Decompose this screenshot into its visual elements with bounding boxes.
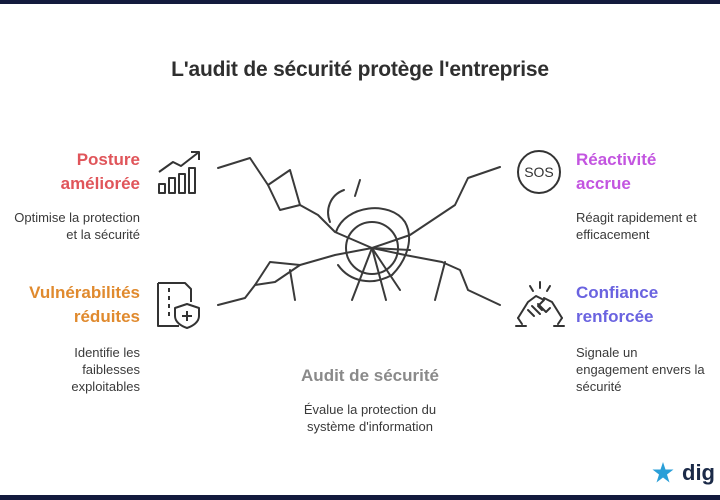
star-logo-icon (652, 462, 674, 483)
vulnerabilites-desc-line-3: exploitables (71, 379, 140, 394)
file-shield-icon (157, 282, 200, 329)
posture-heading-line-1: Posture (76, 150, 140, 169)
confiance-description: Signale un engagement envers la sécurité (576, 344, 720, 395)
confiance-desc-line-2: engagement envers la (576, 362, 705, 377)
vulnerabilites-desc-line-2: faiblesses (82, 362, 140, 377)
confiance-heading: Confiance renforcée (576, 281, 716, 329)
reactivite-desc-line-2: efficacement (576, 227, 650, 242)
reactivite-heading-line-1: Réactivité (576, 150, 657, 169)
sos-label: SOS (524, 164, 554, 180)
reactivite-desc-line-1: Réagit rapidement et (576, 210, 697, 225)
posture-heading-line-2: améliorée (60, 174, 140, 193)
top-border (0, 0, 720, 4)
posture-desc-line-1: Optimise la protection (14, 210, 140, 225)
audit-heading: Audit de sécurité (301, 366, 439, 385)
confiance-desc-line-3: sécurité (576, 379, 622, 394)
sos-icon: SOS (517, 150, 561, 194)
brand-logo: dig (650, 460, 715, 486)
confiance-heading-line-1: Confiance (576, 283, 659, 302)
posture-description: Optimise la protection et la sécurité (0, 209, 140, 243)
page-title: L'audit de sécurité protège l'entreprise (171, 58, 549, 81)
vulnerabilites-heading-line-1: Vulnérabilités (29, 283, 140, 302)
vulnerabilites-desc-line-1: Identifie les (74, 345, 140, 360)
vulnerabilites-heading-line-2: réduites (73, 307, 140, 326)
vulnerabilites-description: Identifie les faiblesses exploitables (0, 344, 140, 395)
audit-desc-line-1: Évalue la protection du (303, 402, 437, 417)
posture-desc-line-2: et la sécurité (66, 227, 140, 242)
reactivite-description: Réagit rapidement et efficacement (576, 209, 720, 243)
confiance-desc-line-1: Signale un (576, 345, 638, 360)
chart-arrow-icon (158, 151, 200, 194)
reactivite-heading: Réactivité accrue (576, 148, 716, 196)
reactivite-heading-line-2: accrue (576, 174, 631, 193)
audit-description: Évalue la protection du système d'inform… (270, 401, 470, 435)
confiance-heading-line-2: renforcée (576, 307, 654, 326)
vulnerabilites-heading: Vulnérabilités réduites (0, 281, 140, 329)
handshake-icon (515, 281, 565, 327)
bottom-border (0, 495, 720, 500)
posture-heading: Posture améliorée (0, 148, 140, 196)
brand-name: dig (682, 460, 715, 485)
audit-desc-line-2: système d'information (306, 419, 434, 434)
